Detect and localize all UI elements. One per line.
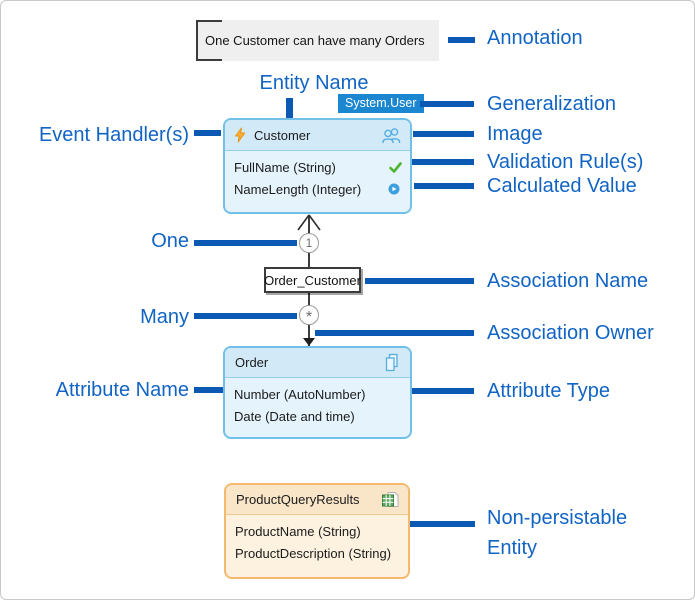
callout-many: Many: [140, 306, 189, 328]
entity-name-label: Order: [235, 355, 269, 370]
entity-name-label: Customer: [254, 127, 311, 143]
multiplicity-one-label: 1: [305, 236, 313, 250]
attribute-label: Number (AutoNumber): [234, 386, 366, 402]
entity-product-header: ProductQueryResults: [226, 485, 408, 515]
attribute-row: Number (AutoNumber): [234, 383, 402, 405]
connector-image: [413, 131, 474, 137]
entity-name-label: ProductQueryResults: [236, 492, 360, 507]
connector-attribute-type: [381, 388, 474, 394]
entity-order-header: Order: [225, 348, 410, 378]
callout-one: One: [151, 230, 189, 252]
attribute-label: NameLength (Integer): [234, 181, 362, 197]
connector-non-persistable: [382, 521, 475, 527]
callout-entity-name: Entity Name: [259, 72, 369, 94]
callout-association-name: Association Name: [487, 270, 649, 292]
attribute-row: Date (Date and time): [234, 405, 402, 427]
generalization-badge: System.User: [338, 94, 424, 113]
callout-attribute-type: Attribute Type: [487, 380, 611, 402]
connector-many: [194, 313, 297, 319]
persistable-pages-icon: [383, 353, 402, 372]
callout-calculated-value: Calculated Value: [487, 175, 637, 197]
entity-product-query-results: ProductQueryResults ProductName (String)…: [224, 483, 410, 579]
generalization-arrow-icon: [297, 214, 321, 231]
callout-non-persistable-entity: Non-persistable Entity: [487, 507, 628, 559]
multiplicity-many-label: *: [305, 309, 313, 326]
non-persistable-table-icon: [381, 491, 400, 509]
annotation-bracket: [196, 20, 222, 61]
connector-validation-rules: [410, 159, 474, 165]
attribute-label: Date (Date and time): [234, 408, 355, 424]
entity-order: Order Number (AutoNumber) Date (Date and…: [223, 346, 412, 439]
connector-annotation: [448, 37, 475, 43]
multiplicity-one: 1: [299, 233, 319, 253]
multiplicity-many: *: [299, 305, 319, 326]
validation-check-icon: [389, 161, 402, 173]
connector-generalization: [420, 101, 474, 107]
connector-association-owner: [315, 330, 474, 336]
connector-entity-name: [286, 98, 293, 121]
callout-annotation: Annotation: [487, 27, 583, 49]
entity-product-attributes: ProductName (String) ProductDescription …: [226, 515, 408, 564]
event-handler-lightning-icon: [233, 127, 247, 143]
connector-calculated-value: [414, 183, 474, 189]
attribute-row: NameLength (Integer): [234, 178, 402, 200]
attribute-row: ProductDescription (String): [235, 542, 400, 564]
attribute-row: FullName (String): [234, 156, 402, 178]
callout-event-handlers: Event Handler(s): [38, 124, 189, 146]
attribute-label: FullName (String): [234, 159, 336, 175]
association-name-box: Order_Customer: [264, 267, 361, 293]
attribute-label: ProductDescription (String): [235, 545, 392, 561]
connector-attribute-name: [194, 387, 228, 393]
entity-customer: Customer FullName (String): [223, 118, 412, 214]
callout-attribute-name: Attribute Name: [55, 379, 189, 401]
connector-event-handlers: [194, 130, 221, 136]
association-owner-marker: [303, 338, 315, 346]
annotation-box: One Customer can have many Orders: [196, 20, 439, 61]
connector-one: [194, 240, 297, 246]
entity-customer-header: Customer: [225, 120, 410, 151]
entity-order-attributes: Number (AutoNumber) Date (Date and time): [225, 378, 410, 427]
attribute-row: ProductName (String): [235, 520, 400, 542]
attribute-label: ProductName (String): [235, 523, 361, 539]
callout-image: Image: [487, 123, 543, 145]
connector-association-name: [365, 278, 474, 284]
callout-association-owner: Association Owner: [487, 322, 654, 344]
entity-customer-attributes: FullName (String) NameLength (Integer): [225, 151, 410, 200]
calculated-value-icon: [388, 183, 400, 195]
entity-image-people-icon: [381, 127, 402, 144]
callout-validation-rules: Validation Rule(s): [487, 151, 644, 173]
callout-generalization: Generalization: [487, 93, 616, 115]
